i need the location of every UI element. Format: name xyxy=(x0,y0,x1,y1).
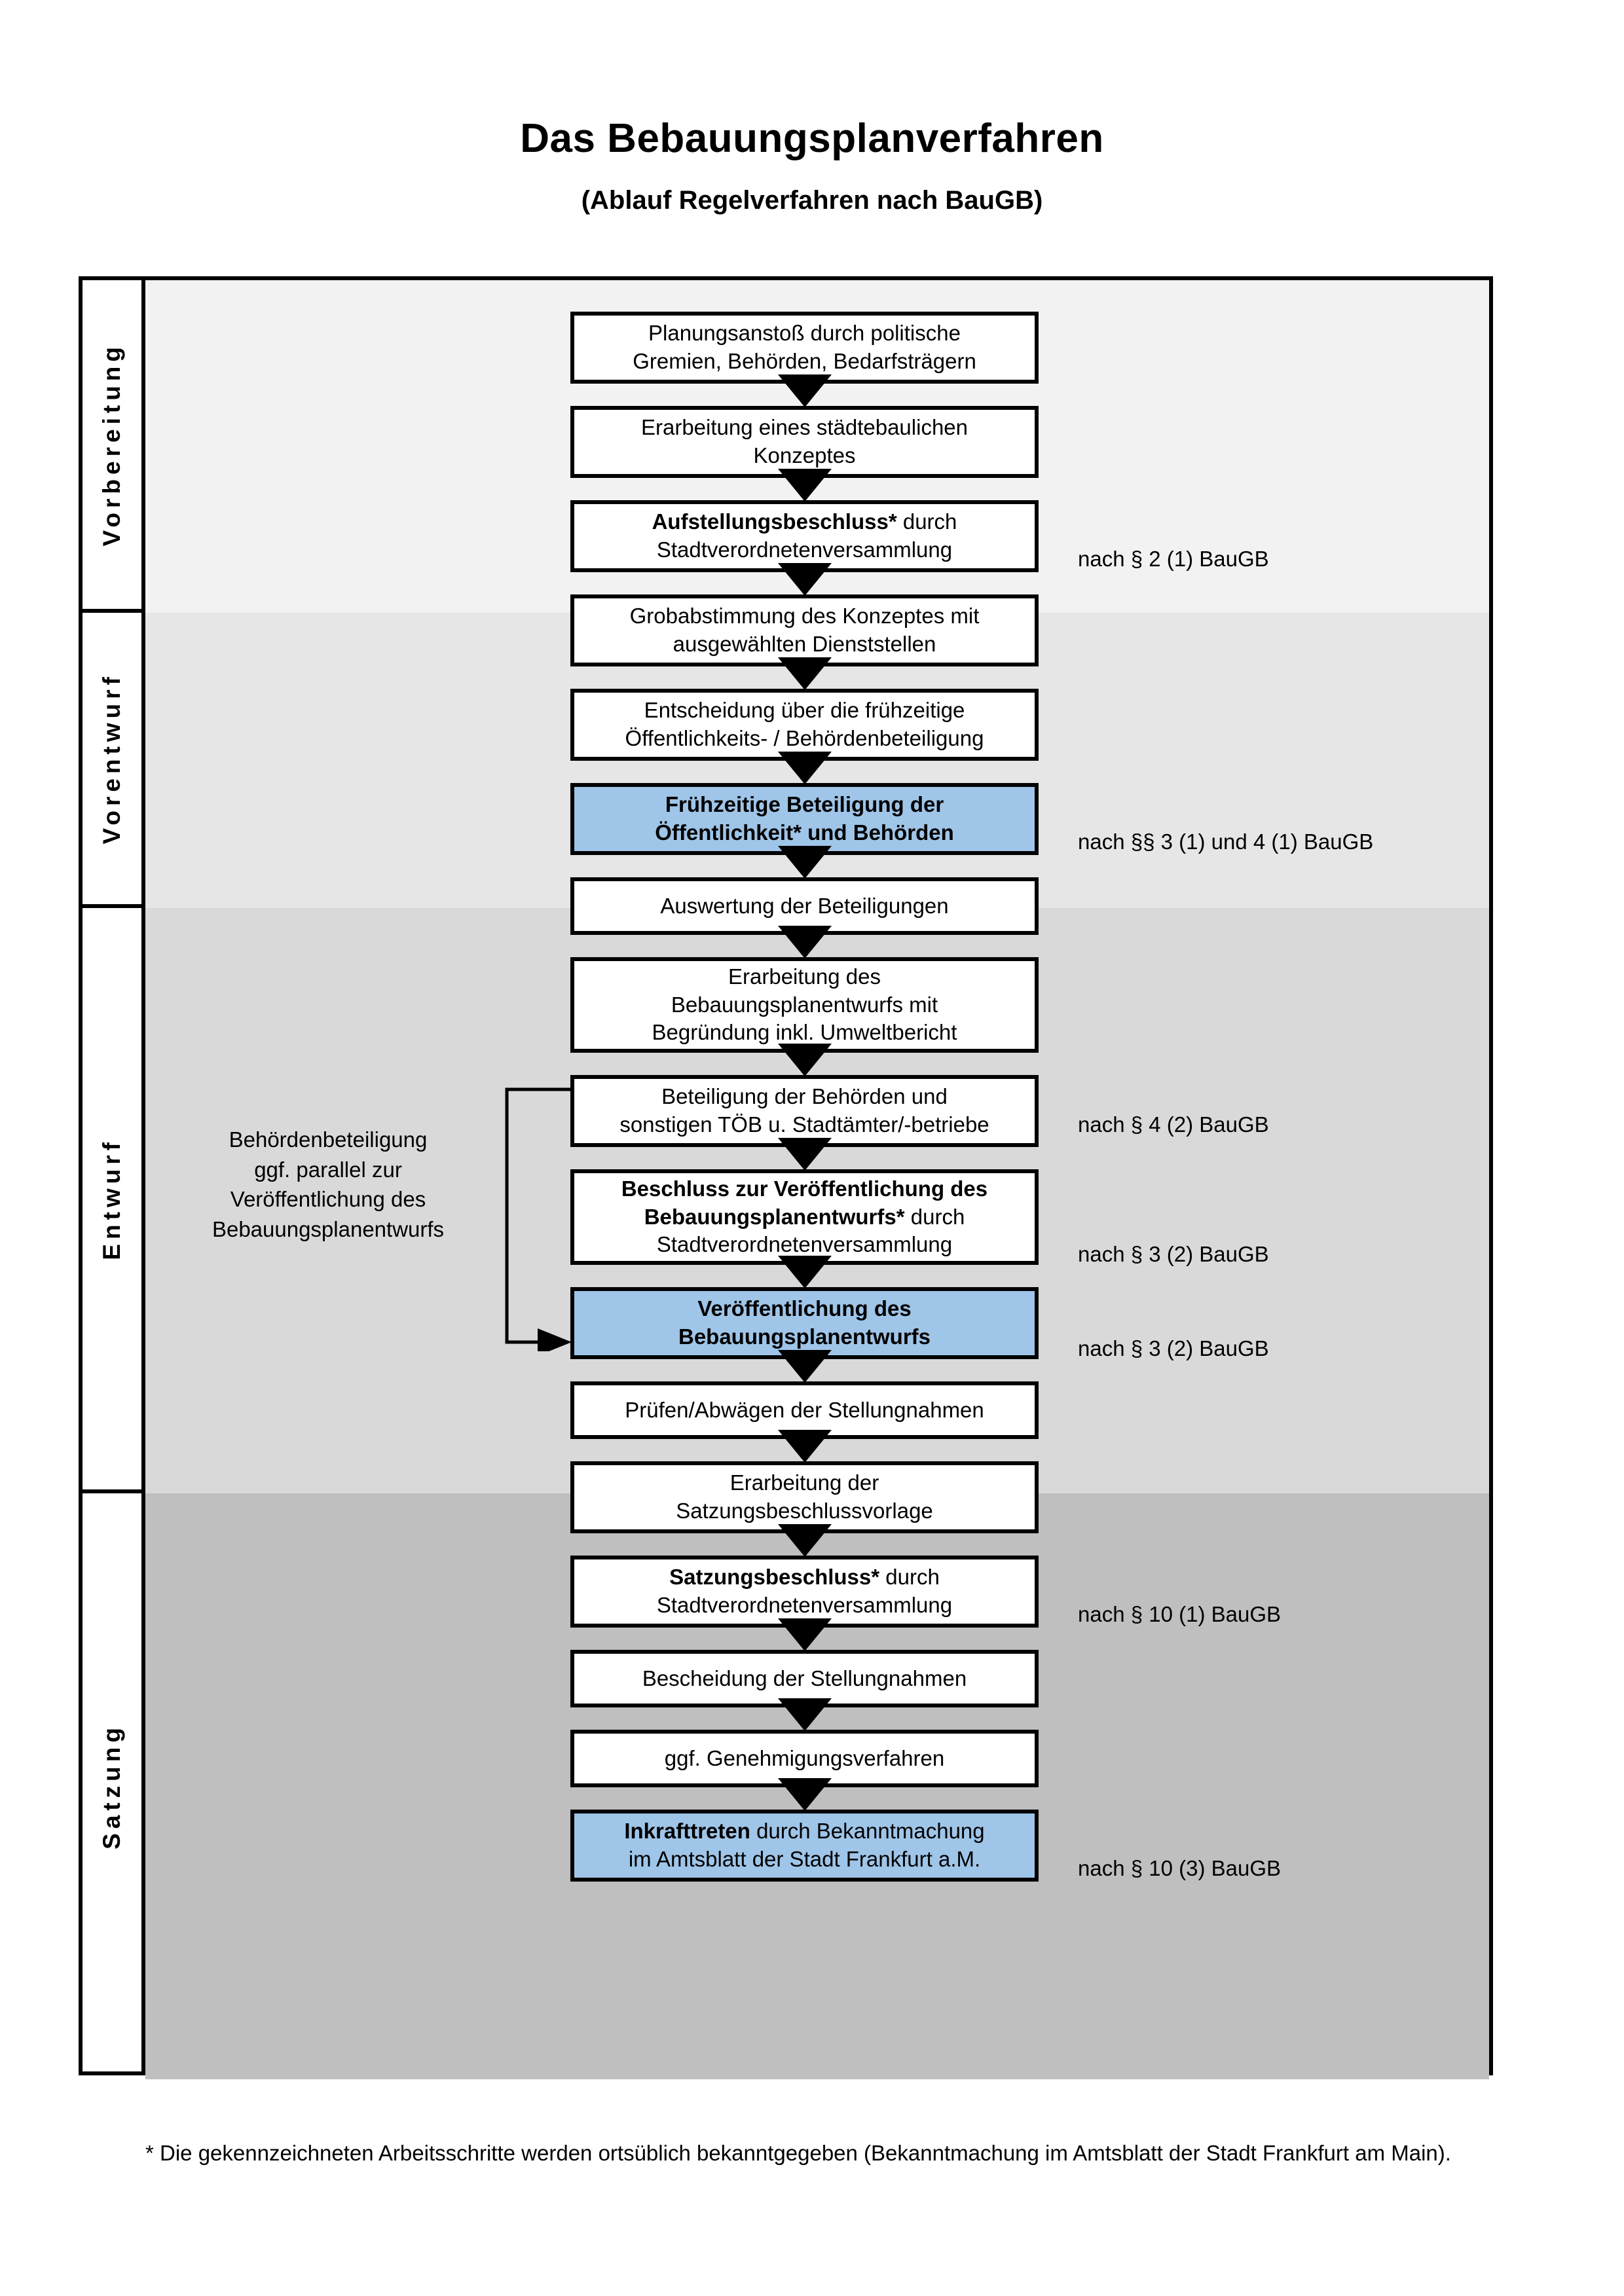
flow-arrow-down-icon xyxy=(777,469,832,501)
side-note-line: ggf. parallel zur xyxy=(254,1157,402,1182)
process-box-line: Bescheidung der Stellungnahmen xyxy=(642,1666,967,1690)
process-box-line: ggf. Genehmigungsverfahren xyxy=(664,1745,945,1770)
flow-arrow-down-icon xyxy=(777,1778,832,1811)
flow-arrow-down-icon xyxy=(777,1138,832,1171)
process-box-line: Gremien, Behörden, Bedarfsträgern xyxy=(633,349,976,373)
phase-label: Vorentwurf xyxy=(98,672,125,845)
phase-label: Entwurf xyxy=(98,1137,125,1260)
process-box-inkrafttreten[interactable]: Inkrafttreten durch Bekanntmachung im Amt… xyxy=(570,1810,1039,1882)
process-box-line: Öffentlichkeit* und Behörden xyxy=(655,820,954,845)
phase-label: Vorbereitung xyxy=(98,342,125,547)
process-box-line: Beschluss zur Veröffentlichung des xyxy=(621,1176,988,1201)
process-box-line: Begründung inkl. Umweltbericht xyxy=(652,1020,957,1045)
page-header: Das Bebauungsplanverfahren (Ablauf Regel… xyxy=(0,0,1624,215)
flow-arrow-down-icon xyxy=(777,1350,832,1383)
phase-cell-entwurf: Entwurf xyxy=(83,908,141,1493)
flow-arrow-down-icon xyxy=(777,1044,832,1076)
process-box-line: Aufstellungsbeschluss* durch xyxy=(652,509,957,534)
phase-cell-vorbereitung: Vorbereitung xyxy=(83,280,141,613)
ref-fruehzeitige-beteiligung: nach §§ 3 (1) und 4 (1) BauGB xyxy=(1078,829,1374,854)
process-box-line: Bebauungsplanentwurfs* durch xyxy=(644,1204,965,1229)
process-box-line: Satzungsbeschluss* durch xyxy=(669,1565,940,1590)
ref-satzungsbeschluss: nach § 10 (1) BauGB xyxy=(1078,1602,1282,1626)
process-box-line: ausgewählten Dienststellen xyxy=(673,632,936,656)
flow-arrow-down-icon xyxy=(777,926,832,958)
process-box-line: Entscheidung über die frühzeitige xyxy=(644,698,965,723)
process-box-line: Erarbeitung der xyxy=(729,1470,879,1495)
process-box-line: Bebauungsplanentwurfs xyxy=(678,1324,931,1349)
side-note-line: Behördenbeteiligung xyxy=(229,1127,428,1152)
process-box-line: Grobabstimmung des Konzeptes mit xyxy=(629,604,980,629)
flow-arrow-down-icon xyxy=(777,657,832,690)
flow-arrow-down-icon xyxy=(777,752,832,784)
phase-label: Satzung xyxy=(98,1723,125,1850)
flow-arrow-down-icon xyxy=(777,1698,832,1731)
process-box-line: sonstigen TÖB u. Stadtämter/-betriebe xyxy=(619,1112,989,1137)
flow-arrow-down-icon xyxy=(777,374,832,407)
flow-arrow-down-icon xyxy=(777,1524,832,1557)
process-box-line: im Amtsblatt der Stadt Frankfurt a.M. xyxy=(628,1847,981,1871)
process-box-line: Erarbeitung des xyxy=(728,964,881,989)
side-note-line: Bebauungsplanentwurfs xyxy=(212,1216,445,1241)
flow-arrow-down-icon xyxy=(777,563,832,596)
flow-arrow-down-icon xyxy=(777,1430,832,1463)
process-box-line: Stadtverordnetenversammlung xyxy=(656,538,953,562)
process-box-line: Öffentlichkeits- / Behördenbeteiligung xyxy=(625,726,984,750)
flow-arrow-down-icon xyxy=(777,1618,832,1651)
ref-beschluss-veroeffentlichung: nach § 3 (2) BauGB xyxy=(1078,1242,1269,1266)
ref-inkrafttreten: nach § 10 (3) BauGB xyxy=(1078,1856,1282,1880)
process-box-line: Erarbeitung eines städtebaulichen xyxy=(640,415,968,440)
process-box-grobabstimmung[interactable]: Grobabstimmung des Konzeptes mit ausgewäh… xyxy=(570,594,1039,666)
process-box-line: Beteiligung der Behörden und xyxy=(661,1084,948,1109)
flow-arrow-down-icon xyxy=(777,846,832,879)
process-box-line: Stadtverordnetenversammlung xyxy=(656,1593,953,1617)
process-box-line: Frühzeitige Beteiligung der xyxy=(665,792,944,817)
footnote: * Die gekennzeichneten Arbeitsschritte w… xyxy=(145,2141,1451,2165)
side-note-line: Veröffentlichung des xyxy=(230,1187,426,1212)
process-box-line: Satzungsbeschlussvorlage xyxy=(676,1499,933,1523)
ref-aufstellungsbeschluss: nach § 2 (1) BauGB xyxy=(1078,547,1269,571)
phase-cell-vorentwurf: Vorentwurf xyxy=(83,613,141,908)
process-box-line: Stadtverordnetenversammlung xyxy=(656,1232,953,1257)
ref-veroeffentlichung: nach § 3 (2) BauGB xyxy=(1078,1336,1269,1360)
process-box-line: Bebauungsplanentwurfs mit xyxy=(671,992,938,1017)
process-box-line: Veröffentlichung des xyxy=(697,1296,912,1321)
process-box-auswertung-beteiligungen[interactable]: Auswertung der Beteiligungen xyxy=(570,877,1039,935)
phase-cell-satzung: Satzung xyxy=(83,1493,141,2079)
page-title: Das Bebauungsplanverfahren xyxy=(520,116,1104,161)
bypass-connector-behoerdenbeteiligung xyxy=(505,1087,572,1351)
process-box-line: Inkrafttreten durch Bekanntmachung xyxy=(624,1819,985,1844)
process-box-line: Prüfen/Abwägen der Stellungnahmen xyxy=(625,1397,984,1422)
page-subtitle: (Ablauf Regelverfahren nach BauGB) xyxy=(581,186,1043,215)
flow-arrow-down-icon xyxy=(777,1256,832,1288)
process-box-line: Konzeptes xyxy=(753,443,856,467)
bypass-arrowhead-icon xyxy=(538,1328,572,1351)
process-box-line: Planungsanstoß durch politische xyxy=(648,321,961,346)
process-box-beteiligung-behoerden-toeb[interactable]: Beteiligung der Behörden und sonstigen TÖ… xyxy=(570,1075,1039,1147)
ref-beteiligung-behoerden: nach § 4 (2) BauGB xyxy=(1078,1112,1269,1137)
process-box-line: Auswertung der Beteiligungen xyxy=(660,893,949,918)
